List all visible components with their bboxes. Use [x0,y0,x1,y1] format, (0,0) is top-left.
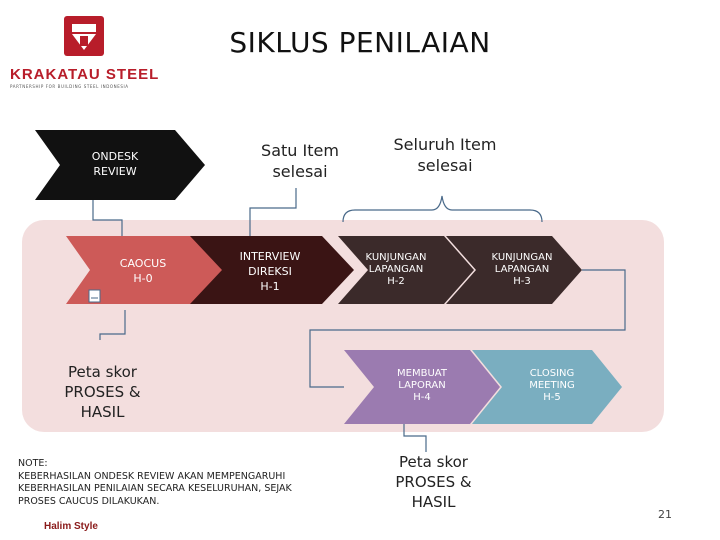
seluruh-item-selesai-label: Seluruh Item selesai [393,135,497,175]
kunjungan-lapangan-h2-shape [338,236,474,304]
author-signature: Halim Style [44,521,98,532]
peta-skor-left-label: Peta skor PROSES & HASIL [64,363,141,421]
connector-ondesk-caocus [92,200,123,236]
kunjungan-lapangan-h3-label: KUNJUNGAN LAPANGAN H-3 [491,252,553,287]
krakatau-steel-emblem-icon [64,16,104,56]
connector-caocus-peta [99,310,126,340]
logo-name: KRAKATAU STEEL [10,66,160,83]
kunjungan-lapangan-h2-label: KUNJUNGAN LAPANGAN H-2 [365,252,427,287]
satu-item-selesai-label: Satu Item selesai [261,141,339,181]
interview-direksi-shape [190,236,354,304]
bracket-seluruh-item [342,195,543,223]
note-heading: NOTE: [18,458,48,469]
membuat-laporan-label: MEMBUAT LAPORAN H-4 [397,368,447,403]
closing-meeting-label: CLOSING MEETING H-5 [529,368,575,403]
caocus-shape [66,236,224,304]
membuat-laporan-shape [344,350,500,424]
logo-tagline: PARTNERSHIP FOR BUILDING STEEL INDONESIA [10,84,129,89]
note-line-2: KEBERHASILAN PENILAIAN SECARA KESELURUHA… [18,483,292,494]
connector-h3-h4 [309,269,626,388]
page-number: 21 [658,508,672,521]
ondesk-review-label: ONDESK REVIEW [91,150,139,178]
peta-skor-bottom-label: Peta skor PROSES & HASIL [395,453,472,511]
connector-satu-item [249,188,297,236]
closing-meeting-shape [472,350,622,424]
note-line-1: KEBERHASILAN ONDESK REVIEW AKAN MEMPENGA… [18,470,286,482]
note-block: NOTE: KEBERHASILAN ONDESK REVIEW AKAN ME… [18,458,378,508]
kunjungan-lapangan-h3-shape [446,236,582,304]
ondesk-review-shape [35,130,205,200]
connector-membuat-peta [403,424,427,452]
interview-direksi-label: INTERVIEW DIREKSI H-1 [239,250,301,293]
page-title: SIKLUS PENILAIAN [229,26,491,59]
caocus-label: CAOCUS H-0 [119,257,167,285]
company-logo: KRAKATAU STEEL PARTNERSHIP FOR BUILDING … [10,12,160,92]
note-line-3: PROSES CAUCUS DILAKUKAN. [18,495,160,507]
note-marker-icon [88,289,101,303]
